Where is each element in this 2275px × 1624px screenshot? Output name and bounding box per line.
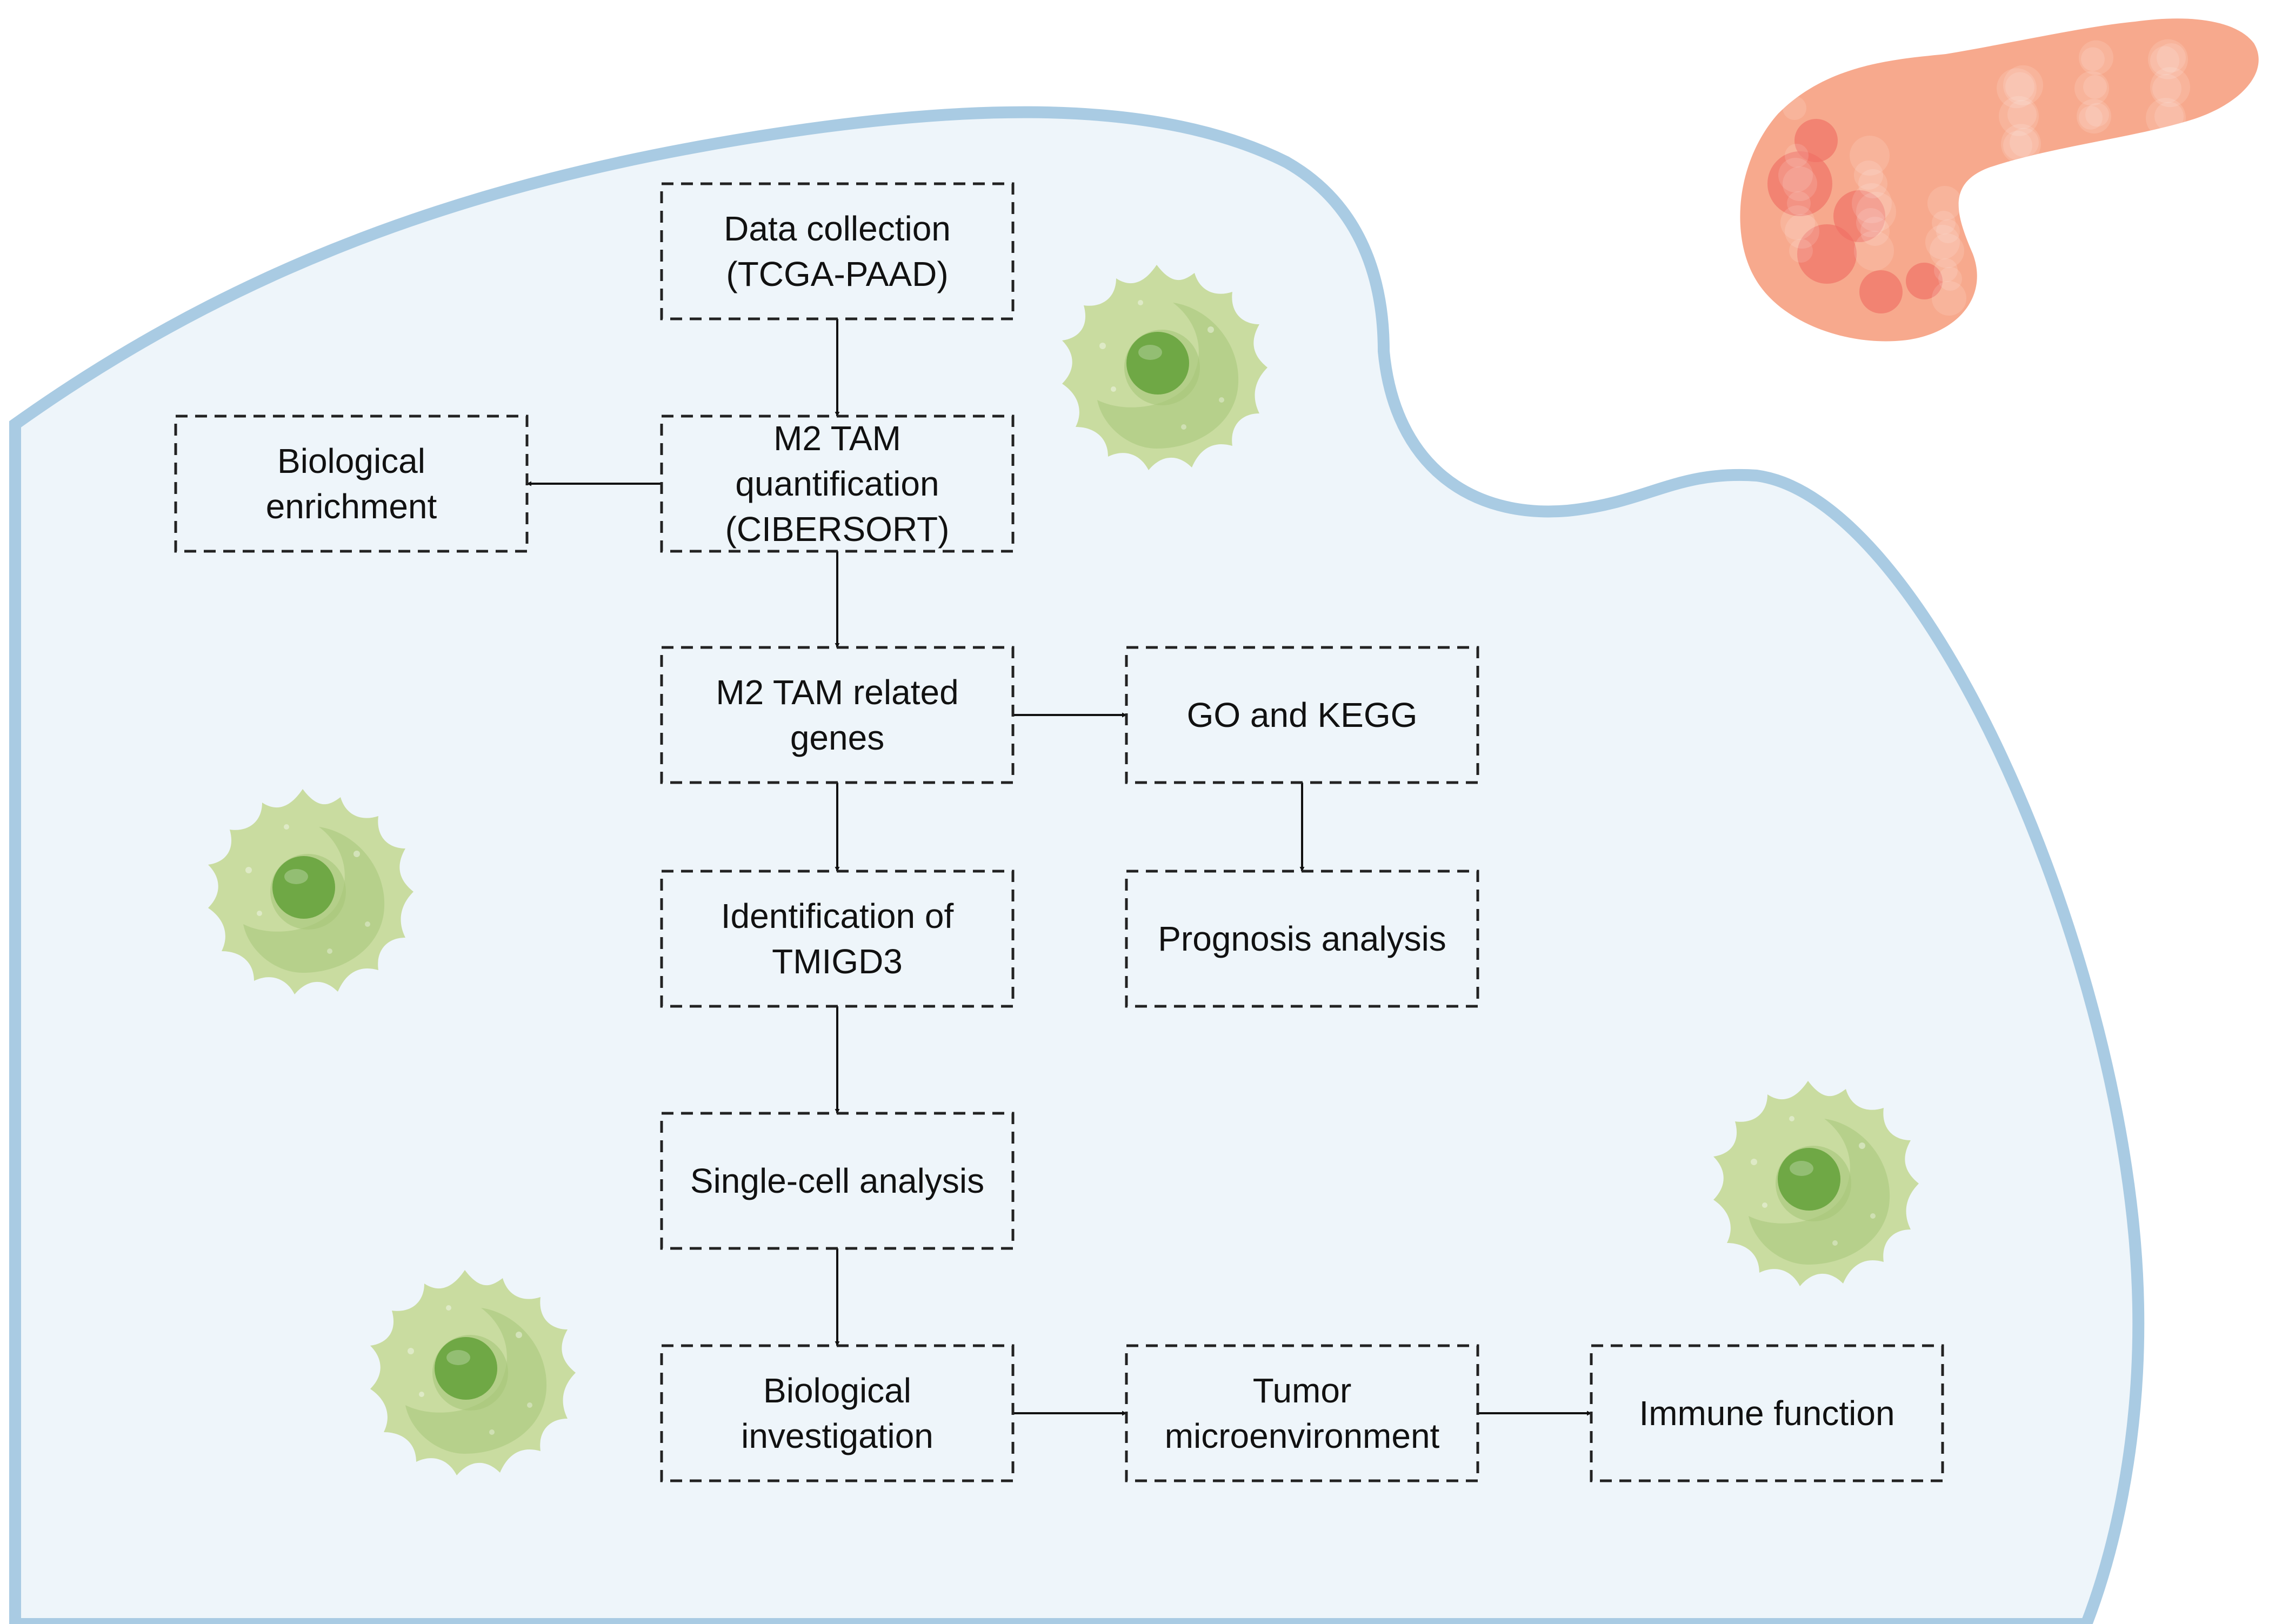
box-label: TMIGD3: [772, 942, 903, 981]
pancreas-texture: [2010, 128, 2039, 157]
box-go-and-kegg: GO and KEGG: [1125, 646, 1479, 784]
pancreas-texture: [2007, 100, 2037, 130]
pancreas-lobule: [1767, 151, 1832, 216]
box-label: M2 TAM: [773, 419, 901, 458]
pancreas-texture: [1785, 144, 1809, 168]
pancreas-texture: [1936, 219, 1960, 243]
box-border: [660, 870, 1015, 1008]
box-label: Tumor: [1253, 1371, 1352, 1410]
box-label: Biological: [277, 442, 425, 480]
pancreas-texture: [2081, 47, 2105, 71]
box-data-collection: Data collection (TCGA-PAAD): [660, 182, 1015, 320]
box-label: investigation: [741, 1416, 933, 1455]
pancreas-texture: [2085, 103, 2109, 127]
box-border: [660, 415, 1015, 553]
box-immune-function: Immune function: [1590, 1344, 1944, 1482]
box-border: [1125, 870, 1479, 1008]
box-biological-investigation: Biological investigation: [660, 1344, 1015, 1482]
pancreas-texture: [1932, 281, 1966, 316]
pancreas-texture: [1789, 239, 1813, 263]
pancreas-texture: [1783, 166, 1817, 201]
box-label: (TCGA-PAAD): [726, 255, 948, 293]
pancreas-texture: [2001, 124, 2041, 164]
pancreas-texture: [1938, 267, 1962, 291]
pancreas-texture: [2154, 102, 2184, 131]
box-identification-of-tmigd3: Identification of TMIGD3: [660, 870, 1015, 1008]
pancreas-lobule: [1859, 270, 1903, 313]
box-border: [660, 1344, 1015, 1482]
box-border: [1125, 1344, 1479, 1482]
pancreas-texture: [1858, 169, 1887, 198]
pancreas-lobule: [1794, 119, 1838, 162]
box-tumor-microenvironment: Tumor microenvironment: [1125, 1344, 1479, 1482]
pancreas-texture: [2157, 43, 2186, 72]
pancreas-texture: [1856, 208, 1885, 237]
pancreas-texture: [2005, 72, 2034, 102]
box-label: genes: [790, 718, 884, 757]
pancreas-texture: [1785, 214, 1819, 249]
box-m2-tam-related-genes: M2 TAM related genes: [660, 646, 1015, 784]
pancreas-texture: [1783, 96, 1806, 120]
box-label: Immune function: [1639, 1394, 1894, 1433]
box-label: Identification of: [721, 897, 954, 935]
box-border: [1125, 646, 1479, 784]
box-border: [660, 182, 1015, 320]
pancreas-texture: [1930, 233, 1964, 268]
pancreas-texture: [2152, 73, 2181, 103]
pancreas-texture: [1999, 96, 2039, 136]
pancreas-texture: [2148, 39, 2188, 79]
pancreas-texture: [1927, 186, 1962, 220]
pancreas-texture: [2150, 67, 2190, 108]
pancreas-texture: [1854, 231, 1894, 271]
box-single-cell-analysis: Single-cell analysis: [660, 1112, 1015, 1250]
box-label: M2 TAM related: [716, 673, 958, 712]
pancreas-texture: [2003, 131, 2032, 161]
box-border: [1590, 1344, 1944, 1482]
box-biological-enrichment: Biological enrichment: [174, 415, 529, 553]
pancreas-texture: [1778, 158, 1813, 192]
box-m2-tam-quantification: M2 TAM quantification (CIBERSORT): [660, 415, 1015, 553]
pancreas-texture: [2077, 99, 2111, 134]
pancreas-texture: [1932, 211, 1956, 235]
pancreas-body: [1740, 18, 2259, 342]
pancreas-texture: [1850, 136, 1890, 176]
box-border: [660, 1112, 1015, 1250]
pancreas-texture: [1787, 191, 1811, 215]
box-prognosis-analysis: Prognosis analysis: [1125, 870, 1479, 1008]
pancreas-lobule: [1906, 263, 1943, 299]
pancreas-texture: [1860, 217, 1890, 246]
box-label: (CIBERSORT): [725, 510, 950, 549]
pancreas-texture: [2079, 105, 2103, 130]
pancreas-texture: [2003, 65, 2043, 105]
pancreas-texture: [2079, 40, 2113, 75]
pancreas-texture: [1856, 192, 1896, 232]
pancreas-lobule: [1833, 190, 1885, 242]
box-border: [174, 415, 529, 553]
pancreas-texture: [2150, 46, 2179, 76]
pancreas-texture: [1780, 205, 1815, 240]
box-layer: Data collection (TCGA-PAAD) M2 TAM quantifi…: [174, 182, 1944, 1482]
box-label: Single-cell analysis: [690, 1161, 984, 1200]
pancreas-texture: [1852, 183, 1892, 223]
box-label: enrichment: [266, 487, 437, 526]
cell-boundary: [9, 106, 2145, 1624]
pancreas-lobule: [1797, 224, 1857, 284]
pancreas-texture: [2074, 71, 2109, 106]
box-label: Biological: [763, 1371, 911, 1410]
box-border: [660, 646, 1015, 784]
box-label: Data collection: [724, 209, 951, 248]
pancreas-texture: [2083, 75, 2107, 99]
pancreas-texture: [1854, 161, 1883, 190]
pancreas-texture: [1997, 68, 2037, 109]
box-label: Prognosis analysis: [1158, 919, 1446, 958]
box-label: quantification: [735, 464, 939, 503]
pancreas-texture: [2146, 98, 2186, 138]
arrow-layer: [526, 319, 1592, 1416]
box-label: GO and KEGG: [1187, 696, 1418, 734]
pancreas-texture: [1934, 258, 1958, 282]
box-label: microenvironment: [1165, 1416, 1440, 1455]
pancreas-icon: [1740, 18, 2259, 342]
pancreas-texture: [1925, 225, 1960, 259]
